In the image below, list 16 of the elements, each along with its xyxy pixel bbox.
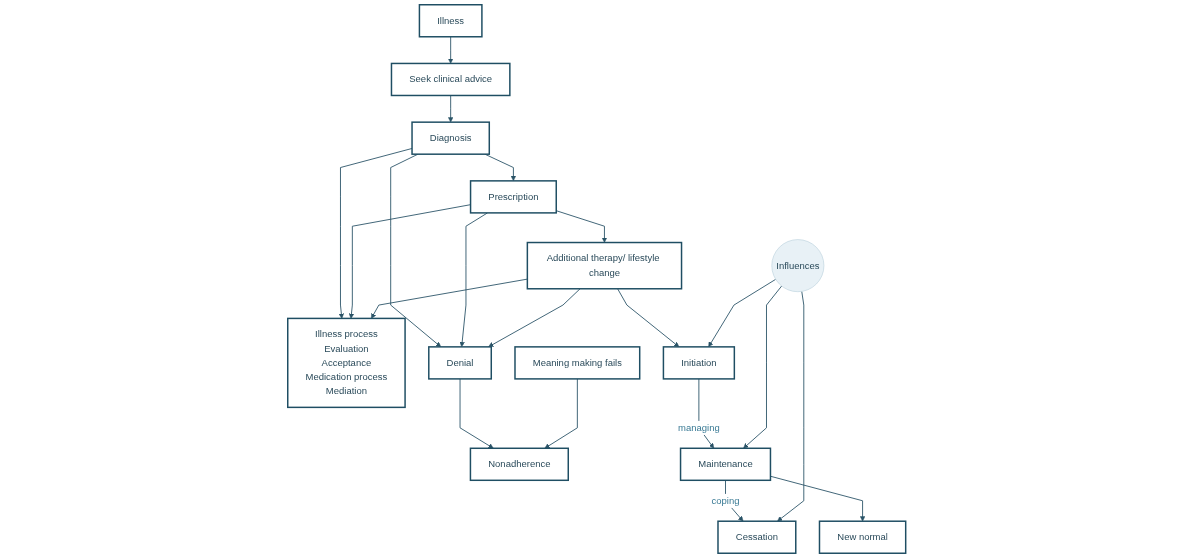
node-box: Nonadherence (469, 447, 569, 482)
node-box: Diagnosis (411, 121, 490, 155)
node-box: Cessation (717, 520, 797, 554)
node-box: Initiation (662, 346, 735, 380)
edge-label: managing (677, 422, 720, 433)
node-box: New normal (818, 520, 907, 554)
node-box: Maintenance (679, 447, 771, 482)
node-box: Additional therapy/ lifestyle change (526, 241, 683, 290)
node-box: Illness process Evaluation Acceptance Medication process Mediation (286, 317, 406, 409)
node-box: Seek clinical advice (390, 62, 511, 97)
node-box: Denial (427, 346, 492, 380)
node-box: Illness (418, 4, 483, 38)
node-circle: Influences (771, 239, 825, 292)
node-box: Meaning making fails (514, 346, 641, 380)
edge-label: coping (711, 495, 740, 506)
node-box: Prescription (469, 180, 557, 214)
